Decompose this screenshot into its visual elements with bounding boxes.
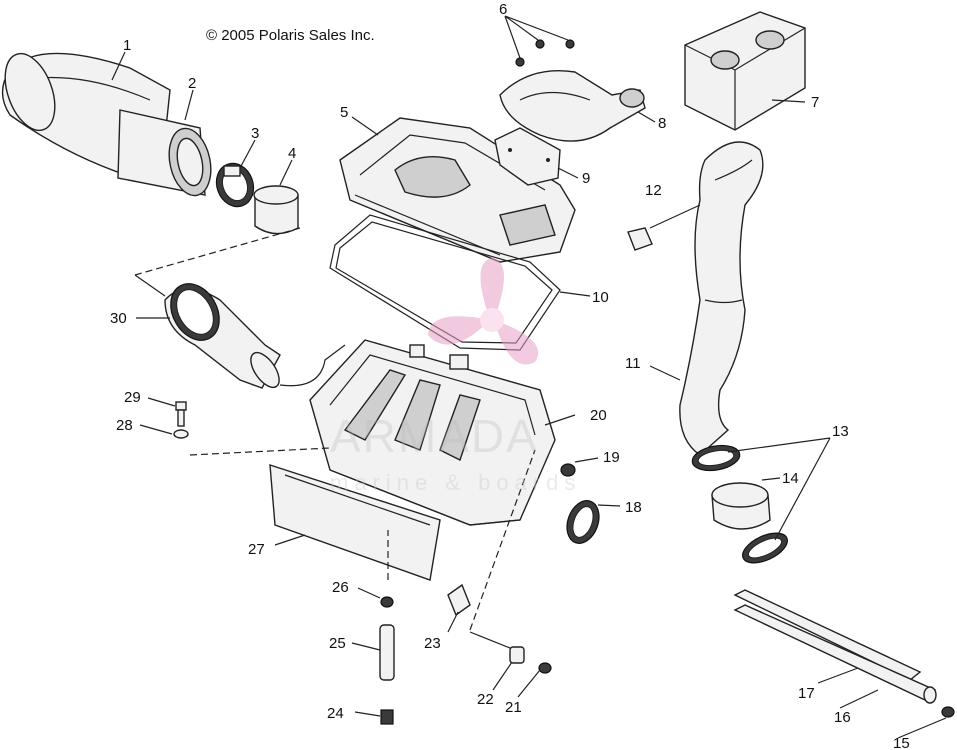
part-15-clamp (941, 706, 955, 718)
callout-22: 22 (477, 691, 494, 708)
callout-24: 24 (327, 705, 344, 722)
callout-29: 29 (124, 389, 141, 406)
callout-5: 5 (340, 104, 348, 121)
part-28-washer (173, 429, 189, 439)
part-14-coupler (711, 482, 771, 530)
armada-watermark: ARMADA marine & boards (330, 258, 581, 495)
part-4-coupler (253, 185, 299, 235)
callout-2: 2 (188, 75, 196, 92)
callout-20: 20 (590, 407, 607, 424)
part-7-intake-cover (684, 11, 806, 131)
part-29-bolt (175, 401, 187, 427)
part-16-tube (733, 604, 937, 704)
part-6-screws (504, 15, 575, 67)
part-9-lid-plate (494, 127, 561, 186)
callout-21: 21 (505, 699, 522, 716)
callout-12: 12 (645, 182, 662, 199)
part-27-filter-pad (269, 464, 441, 581)
part-18-clamp (566, 500, 600, 544)
callout-30: 30 (110, 310, 127, 327)
part-20-airbox-base (309, 339, 556, 526)
part-8-intake-duct (499, 69, 646, 142)
callout-14: 14 (782, 470, 799, 487)
part-22-plug (509, 646, 525, 664)
callout-26: 26 (332, 579, 349, 596)
callout-13: 13 (832, 423, 849, 440)
copyright-text: © 2005 Polaris Sales Inc. (206, 27, 375, 44)
callout-labels: 1 2 3 4 5 6 7 8 9 10 11 12 13 14 15 16 1… (110, 1, 910, 750)
part-17-tube (733, 589, 922, 681)
part-21-small-clamp (538, 662, 552, 674)
part-5-airbox-lid (339, 117, 576, 263)
leader-lines (111, 51, 947, 739)
part-11-intake-tube (679, 141, 764, 456)
callout-19: 19 (603, 449, 620, 466)
part-10-gasket (329, 214, 561, 351)
callout-17: 17 (798, 685, 815, 702)
callout-10: 10 (592, 289, 609, 306)
callout-8: 8 (658, 115, 666, 132)
callout-3: 3 (251, 125, 259, 142)
callout-6: 6 (499, 1, 507, 18)
part-24-drain-valve (380, 709, 394, 725)
callout-11: 11 (625, 355, 641, 372)
callout-1: 1 (123, 37, 131, 54)
part-23-clip (447, 583, 471, 617)
part-12-clip (627, 227, 653, 251)
callout-18: 18 (625, 499, 642, 516)
part-13-clamps (691, 444, 788, 564)
callout-4: 4 (288, 145, 296, 162)
callout-28: 28 (116, 417, 133, 434)
part-2-filter-element (117, 109, 212, 197)
callout-9: 9 (582, 170, 590, 187)
part-25-tube (379, 624, 395, 681)
watermark-propeller-logo (428, 258, 539, 365)
callout-15: 15 (893, 735, 910, 750)
callout-7: 7 (811, 94, 819, 111)
callout-27: 27 (248, 541, 265, 558)
part-26-grommet (380, 596, 394, 608)
callout-16: 16 (834, 709, 851, 726)
callout-25: 25 (329, 635, 346, 652)
callout-23: 23 (424, 635, 441, 652)
part-19-grommet (560, 463, 576, 477)
part-3-clamp (215, 162, 255, 208)
watermark-name: ARMADA (330, 410, 539, 462)
watermark-tagline: marine & boards (330, 470, 581, 495)
part-30-intake-boot (164, 283, 281, 389)
